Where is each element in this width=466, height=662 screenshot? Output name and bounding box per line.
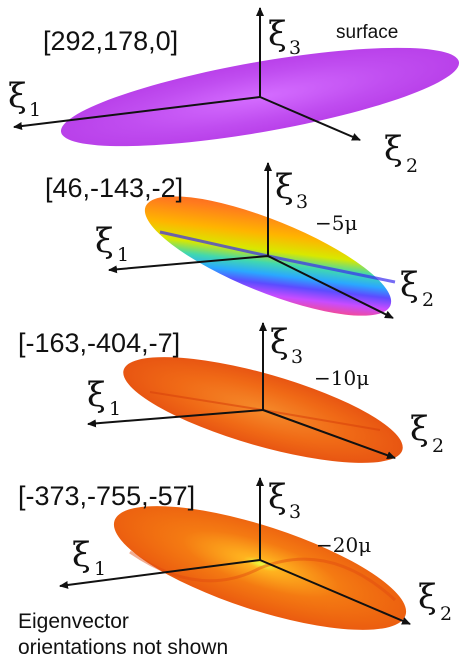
axis-label-xi3-sub: 3 <box>291 346 303 368</box>
axis-label-xi1-sub: 1 <box>29 99 41 121</box>
axis-label-xi1: ξ <box>95 221 114 261</box>
axis-label-xi2-sub: 2 <box>406 155 418 177</box>
depth-label: surface <box>336 22 398 43</box>
axis-label-xi1-sub: 1 <box>109 398 121 420</box>
note-line-2: orientations not shown <box>18 636 228 659</box>
axis-label-xi2: ξ <box>400 265 419 305</box>
axis-xi2-line <box>267 255 394 319</box>
axis-label-xi2-sub: 2 <box>440 603 452 625</box>
shade-line <box>129 550 397 602</box>
eigenvalue-vector: [292,178,0] <box>43 26 178 56</box>
axis-label-xi1: ξ <box>72 535 91 575</box>
eigenvalue-vector: [-163,-404,-7] <box>18 328 180 358</box>
axis-xi2-line <box>259 559 411 625</box>
axis-label-xi2: ξ <box>410 409 429 449</box>
axis-label-xi1-sub: 1 <box>94 558 106 580</box>
axis-xi2-line <box>259 96 361 141</box>
axis-label-xi3: ξ <box>275 167 294 207</box>
panel-depth-10: [-163,-404,-7] −10μ ξ 3 ξ 1 ξ 2 <box>18 322 444 463</box>
axis-label-xi1: ξ <box>8 76 27 116</box>
panel-depth-5: [46,-143,-2] −5μ ξ 3 ξ 1 ξ 2 <box>45 162 434 319</box>
eigenvalue-vector: [46,-143,-2] <box>45 173 183 203</box>
eigenvalue-vector: [-373,-755,-57] <box>18 481 195 511</box>
axis-label-xi3-sub: 3 <box>289 37 301 59</box>
panel-surface: [292,178,0] surface ξ 3 ξ 1 ξ 2 <box>8 7 460 177</box>
axis-label-xi3-sub: 3 <box>289 501 301 523</box>
note-line-1: Eigenvector <box>18 610 129 633</box>
ellipsoid-depth-20 <box>113 506 407 630</box>
depth-label: −10μ <box>314 366 369 390</box>
axis-label-xi2: ξ <box>384 129 403 169</box>
axis-xi1-line <box>108 255 269 274</box>
axis-label-xi1-sub: 1 <box>117 244 129 266</box>
axis-label-xi2-sub: 2 <box>422 289 434 311</box>
axis-label-xi3: ξ <box>268 14 287 54</box>
depth-label: −20μ <box>316 533 371 557</box>
axis-label-xi3: ξ <box>268 477 287 517</box>
axis-label-xi2: ξ <box>418 577 437 617</box>
axis-label-xi3: ξ <box>270 322 289 362</box>
axis-label-xi2-sub: 2 <box>432 435 444 457</box>
axis-label-xi1: ξ <box>87 375 106 415</box>
panel-depth-20: [-373,-755,-57] −20μ ξ 3 ξ 1 ξ 2 <box>18 477 452 630</box>
depth-label: −5μ <box>315 211 357 235</box>
axis-label-xi3-sub: 3 <box>296 191 308 213</box>
axis-xi1-line <box>13 96 261 131</box>
axis-xi2-line <box>262 409 396 460</box>
axis-xi1-line <box>87 409 264 428</box>
axis-xi1-line <box>59 559 261 589</box>
